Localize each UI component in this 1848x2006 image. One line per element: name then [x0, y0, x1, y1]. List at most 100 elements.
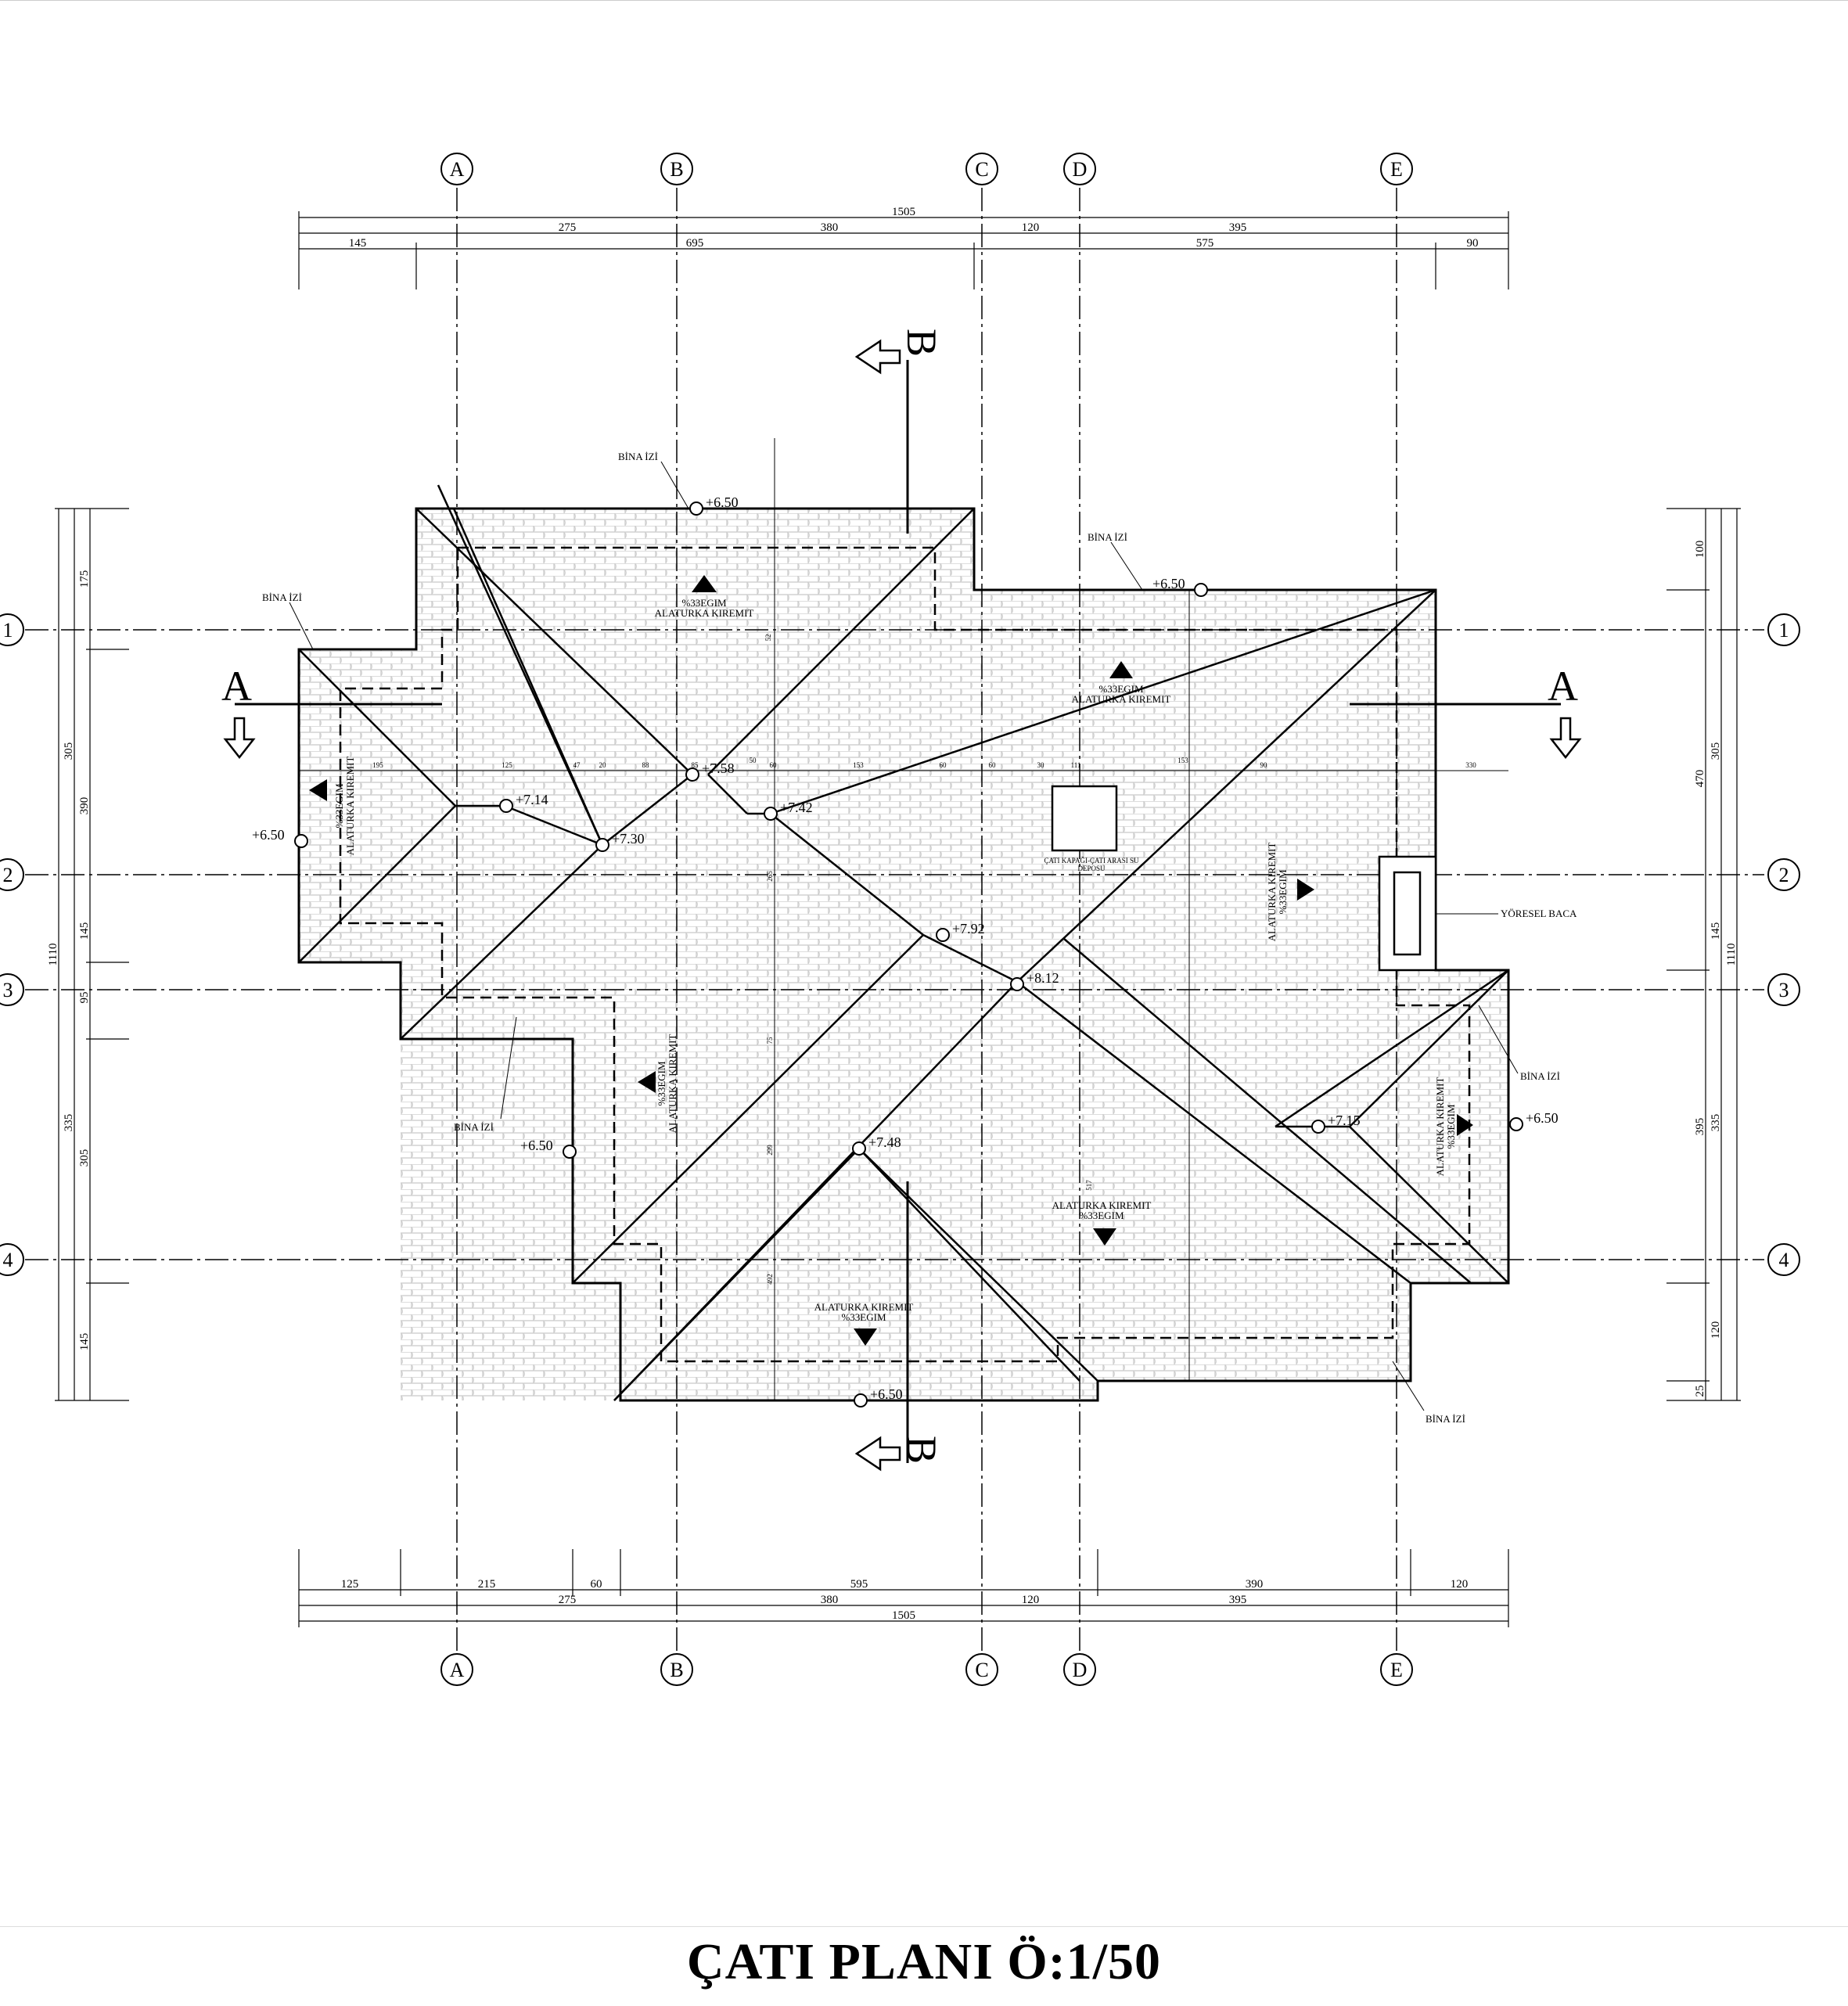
dim-in-299: 492	[766, 1274, 774, 1285]
dim-right-total: 1110	[1725, 944, 1738, 966]
section-b-bottom: B	[898, 1436, 945, 1464]
bina-izi-label-4: BİNA İZİ	[454, 1121, 494, 1133]
section-a-left: A	[221, 663, 252, 710]
dim-left-305b: 305	[78, 1149, 91, 1167]
slope-label-4b: %33EGIM	[841, 1311, 886, 1323]
grid-label-2-left: 2	[3, 864, 13, 886]
section-cut-lines	[235, 360, 1561, 1463]
dim-left-145a: 145	[78, 922, 91, 940]
roof-hips-ridges	[298, 484, 1509, 1401]
dim-right-470: 470	[1694, 770, 1706, 788]
dim-in-111: 153	[1177, 757, 1188, 764]
elevation-8-12: +8.12	[1026, 970, 1059, 986]
dim-bottom-60: 60	[591, 1578, 602, 1591]
dim-bottom-390: 390	[1246, 1578, 1264, 1591]
chimney: YÖRESEL BACA	[1378, 855, 1577, 972]
grid-label-4-left: 4	[3, 1249, 13, 1271]
dim-top-575: 575	[1196, 237, 1214, 250]
right-dimension-text: 100 305 145 335 120 25 470 395 1110	[1694, 541, 1738, 1397]
dim-left-305a: 305	[63, 742, 75, 760]
dim-in-60a: 60	[770, 761, 778, 769]
elevation-7-14: +7.14	[516, 792, 548, 807]
bottom-border-line	[0, 1926, 1848, 1927]
elevation-6-50-a: +6.50	[706, 494, 739, 510]
bina-izi-label-3: BİNA İZİ	[262, 591, 302, 603]
grid-label-1-left: 1	[3, 619, 13, 642]
section-cut-labels: A A B B	[221, 329, 1578, 1464]
section-b-top: B	[898, 329, 945, 357]
building-footprint	[339, 546, 1471, 1363]
left-dimension-text: 175 305 145 335 145 390 95 305 1110	[47, 570, 91, 1351]
dim-right-145: 145	[1710, 922, 1722, 940]
grid-label-e-top: E	[1390, 158, 1403, 181]
dim-in-265: 75	[766, 1037, 774, 1044]
section-a-right: A	[1548, 663, 1578, 710]
dim-top-total: 1505	[892, 206, 915, 218]
elevation-markers: +6.50 +6.50 +6.50 +6.50 +6.50 +6.50 +7.1…	[252, 494, 1559, 1407]
grid-label-c-bottom: C	[975, 1659, 988, 1681]
grid-bubbles	[0, 153, 1800, 1686]
elevation-7-48: +7.48	[868, 1134, 901, 1150]
section-cut-arrows	[223, 339, 1582, 1472]
slope-label-3a: %33EGIM	[656, 1061, 667, 1105]
elevation-6-50-c: +6.50	[252, 827, 285, 843]
tile-label-2b: ALATURKA KIREMIT	[1266, 843, 1278, 942]
grid-label-d-top: D	[1073, 158, 1088, 181]
dim-left-95: 95	[78, 992, 91, 1004]
elevation-6-50-b: +6.50	[1152, 576, 1185, 591]
grid-label-e-bottom: E	[1390, 1659, 1403, 1681]
bina-izi-label-5: BİNA İZİ	[1520, 1070, 1560, 1082]
bottom-dimension-text: 125 215 60 595 390 120 275 380 120 395 1…	[341, 1578, 1469, 1622]
elevation-6-50-f: +6.50	[1526, 1110, 1559, 1126]
grid-label-d-bottom: D	[1073, 1659, 1088, 1681]
dim-right-100: 100	[1694, 541, 1706, 559]
dim-top-120: 120	[1022, 221, 1040, 234]
bina-izi-label-2: BİNA İZİ	[1088, 531, 1127, 543]
grid-label-2-right: 2	[1779, 864, 1789, 886]
grid-label-3-right: 3	[1779, 979, 1789, 1001]
grid-label-b-top: B	[670, 158, 683, 181]
dim-top-90: 90	[1467, 237, 1479, 250]
dim-bottom-395: 395	[1229, 1594, 1247, 1606]
grid-label-c-top: C	[975, 158, 988, 181]
dim-top-380: 380	[821, 221, 839, 234]
roof-outline	[297, 507, 1510, 1402]
dim-right-395: 395	[1694, 1118, 1706, 1136]
slope-arrows	[309, 575, 1473, 1346]
dim-top-695: 695	[686, 237, 704, 250]
dim-left-175: 175	[78, 570, 91, 588]
grid-label-a-bottom: A	[450, 1659, 465, 1681]
dim-in-50: 50	[750, 757, 757, 764]
dim-bottom-120: 120	[1022, 1594, 1040, 1606]
dim-left-335: 335	[63, 1114, 75, 1132]
dim-in-153a: 153	[853, 761, 864, 769]
elevation-6-50-e: +6.50	[870, 1386, 903, 1402]
dim-bottom-595: 595	[850, 1578, 868, 1591]
dim-in-47: 47	[573, 761, 581, 769]
dim-in-60d: 30	[1037, 761, 1045, 769]
grid-label-4-right: 4	[1779, 1249, 1789, 1271]
tile-label-2a: ALATURKA KIREMIT	[344, 757, 356, 856]
dim-top-395: 395	[1229, 221, 1247, 234]
dim-in-88: 88	[642, 761, 650, 769]
dim-bottom-total: 1505	[892, 1609, 915, 1622]
dim-in-195: 195	[372, 761, 383, 769]
dim-bottom-125: 125	[341, 1578, 359, 1591]
dim-in-30: 111	[1071, 761, 1081, 769]
elevation-6-50-d: +6.50	[520, 1138, 553, 1153]
dim-top-145: 145	[349, 237, 367, 250]
bottom-dimension-lines	[298, 1549, 1509, 1627]
dim-in-90: 330	[1465, 761, 1476, 769]
dim-in-125: 125	[502, 761, 512, 769]
elevation-7-58: +7.58	[702, 760, 735, 776]
dim-in-153b: 90	[1260, 761, 1268, 769]
grid-label-1-right: 1	[1779, 619, 1789, 642]
chimney-label: YÖRESEL BACA	[1501, 908, 1577, 919]
top-dimension-lines	[298, 211, 1509, 289]
top-border-line	[0, 0, 1848, 1]
grid-label-b-bottom: B	[670, 1659, 683, 1681]
building-trace-labels: BİNA İZİ BİNA İZİ BİNA İZİ BİNA İZİ BİNA…	[262, 451, 1560, 1425]
elevation-7-42: +7.42	[780, 800, 813, 815]
bina-izi-label-1: BİNA İZİ	[618, 451, 658, 462]
